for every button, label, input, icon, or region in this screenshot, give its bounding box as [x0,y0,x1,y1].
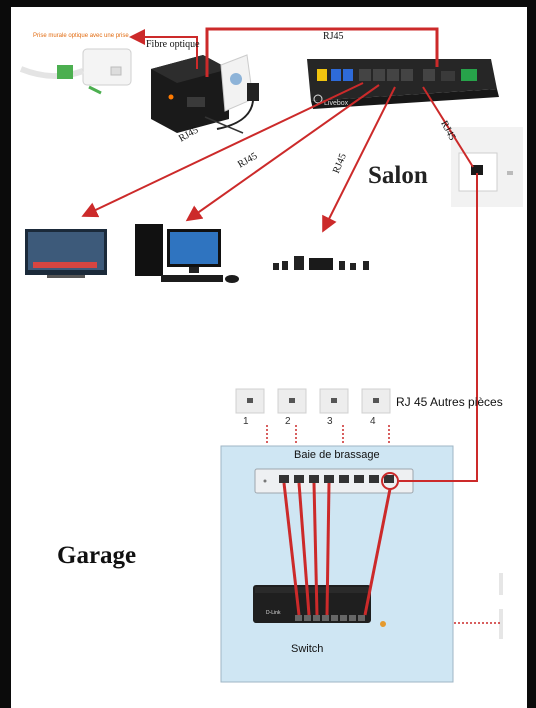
network-switch-icon [253,585,386,627]
home-cinema-icon [273,256,369,270]
wall-port-number-4: 4 [370,416,376,427]
optical-wall-socket-icon [19,48,132,95]
switch-brand-text: D-Link [266,610,281,616]
wall-port-number-3: 3 [327,416,333,427]
switch-label: Switch [291,643,324,655]
power-adapter-icon [204,54,259,134]
rj45-top-label: RJ45 [323,31,344,42]
salon-room-label: Salon [368,162,428,189]
patch-panel-label: Baie de brassage [294,449,380,461]
rj45-cables [81,27,478,616]
network-diagram-svg: Livebox [19,27,523,683]
optical-socket-label: Prise murale optique avec une prise [33,33,129,39]
fibre-optique-label: Fibre optique [146,39,200,50]
router-brand-text: Livebox [324,100,349,107]
rj45-wall-socket-icon [451,127,523,207]
livebox-router-icon [307,59,499,109]
diagram-sheet: Livebox [11,7,527,708]
other-room-sockets [235,388,391,445]
pc-icon [135,224,239,283]
wall-port-number-2: 2 [285,416,291,427]
other-rooms-label: RJ 45 Autres pièces [396,395,503,409]
right-stubs [454,573,503,639]
patch-panel-icon [254,468,414,494]
ont-box-icon [151,55,229,133]
wall-port-number-1: 1 [243,416,249,427]
garage-room-label: Garage [57,542,137,569]
tv-icon [25,229,107,278]
